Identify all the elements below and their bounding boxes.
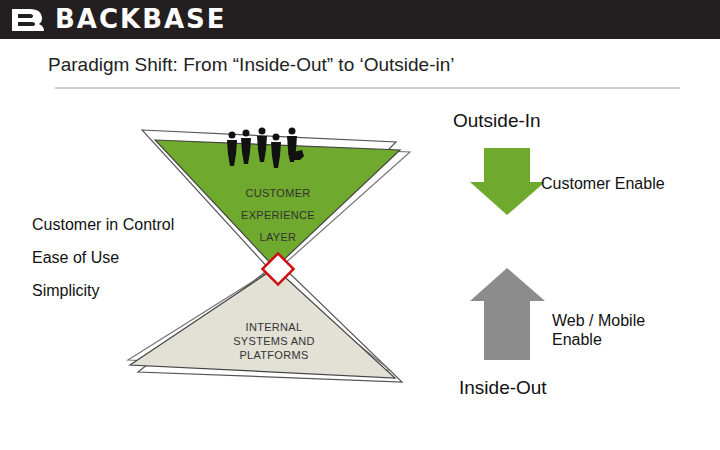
benefit-label: Customer in Control <box>32 215 212 234</box>
systems-layer-triangle: INTERNAL SYSTEMS AND PLATFORMS <box>125 262 405 387</box>
arrow-caption: Customer Enable <box>541 174 711 193</box>
direction-label: Inside-Out <box>459 377 599 400</box>
node-outline <box>145 128 415 273</box>
link-diamond <box>262 253 293 284</box>
layer-label: INTERNAL SYSTEMS AND PLATFORMS <box>224 320 324 362</box>
benefit-label: Simplicity <box>32 281 212 300</box>
person-silhouette <box>287 128 297 163</box>
person-silhouette <box>271 134 281 169</box>
triangle-shape <box>155 140 400 268</box>
experience-layer-triangle: CUSTOMER EXPERIENCE LAYER <box>145 128 415 273</box>
slide-title: Paradigm Shift: From “Inside-Out” to ‘Ou… <box>48 54 455 76</box>
benefit-label: Ease of Use <box>32 248 212 267</box>
title-rule <box>55 88 680 89</box>
direction-label: Outside-In <box>453 110 593 133</box>
brand-logo: BACKBASE <box>55 4 315 35</box>
logo-icon <box>12 9 44 31</box>
person-silhouette <box>257 128 267 163</box>
up-arrow <box>470 268 545 360</box>
down-arrow <box>470 148 545 215</box>
dog-silhouette <box>288 150 304 160</box>
arrow-caption: Web / Mobile Enable <box>552 311 667 349</box>
person-silhouette <box>227 132 237 167</box>
triangle-shape <box>130 268 395 378</box>
layer-label: CUSTOMER EXPERIENCE LAYER <box>238 182 318 248</box>
person-silhouette <box>241 130 251 165</box>
header-bar <box>0 0 720 39</box>
